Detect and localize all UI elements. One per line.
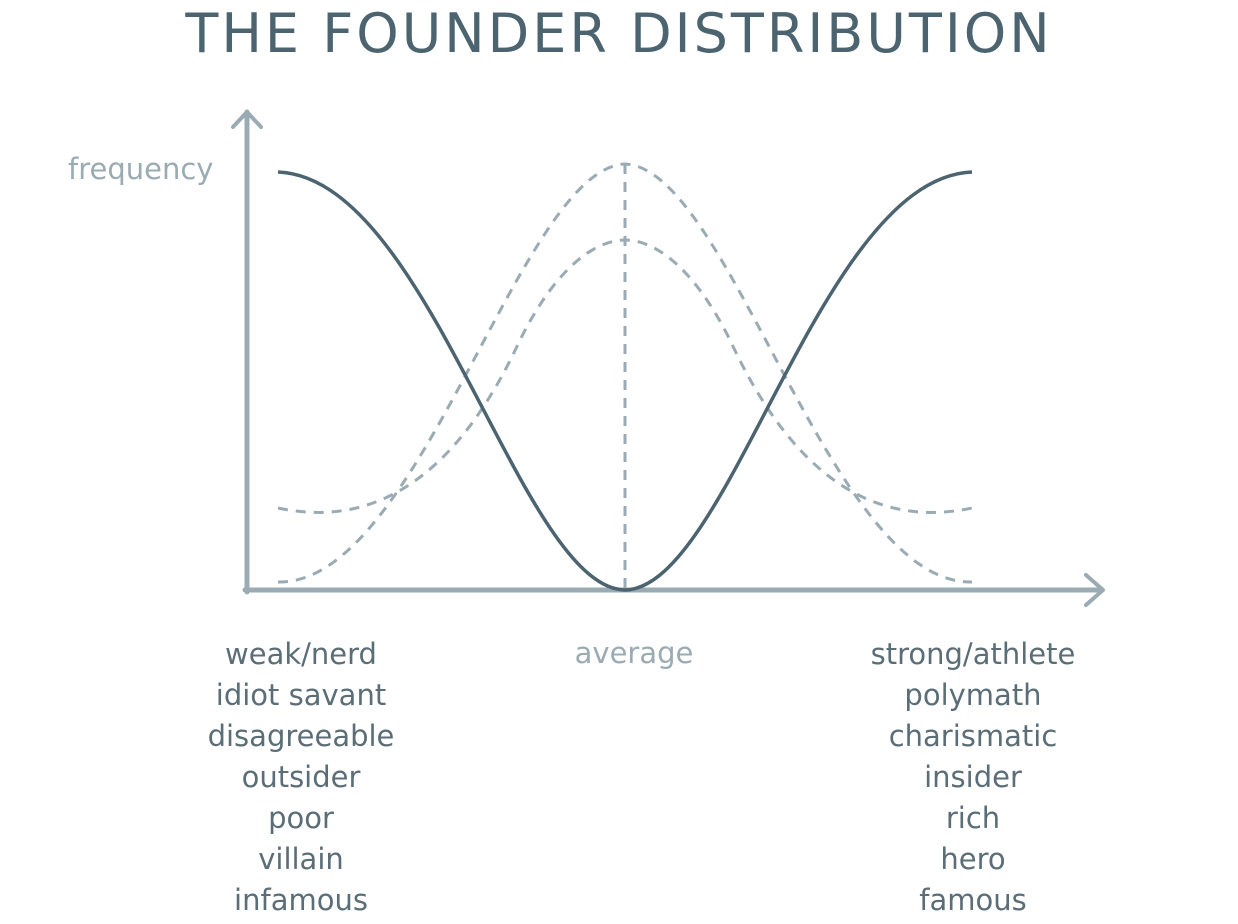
wide-normal-curve	[277, 238, 973, 514]
right-trait: polymath	[904, 678, 1042, 712]
left-trait: poor	[268, 801, 334, 835]
right-trait: famous	[919, 883, 1027, 917]
right-trait: strong/athlete	[870, 637, 1076, 671]
left-trait: idiot savant	[215, 678, 387, 712]
average-label: average	[574, 636, 694, 670]
left-trait: infamous	[234, 883, 368, 917]
y-axis-label: frequency	[68, 152, 214, 186]
left-trait: disagreeable	[207, 719, 395, 753]
right-trait: hero	[940, 842, 1006, 876]
founder-distribution-curve	[277, 170, 973, 592]
x-axis-arrow	[1084, 573, 1105, 607]
right-trait: insider	[924, 760, 1022, 794]
diagram-title: THE FOUNDER DISTRIBUTION	[185, 2, 1053, 65]
right-trait-list: strong/athlete polymath charismatic insi…	[813, 634, 1133, 921]
left-trait-list: weak/nerd idiot savant disagreeable outs…	[141, 634, 461, 921]
y-axis-arrow	[231, 110, 263, 129]
left-trait: villain	[258, 842, 344, 876]
left-trait: outsider	[241, 760, 361, 794]
right-trait: rich	[945, 801, 1001, 835]
narrow-normal-curve	[277, 162, 973, 584]
left-trait: weak/nerd	[225, 637, 377, 671]
right-trait: charismatic	[888, 719, 1058, 753]
